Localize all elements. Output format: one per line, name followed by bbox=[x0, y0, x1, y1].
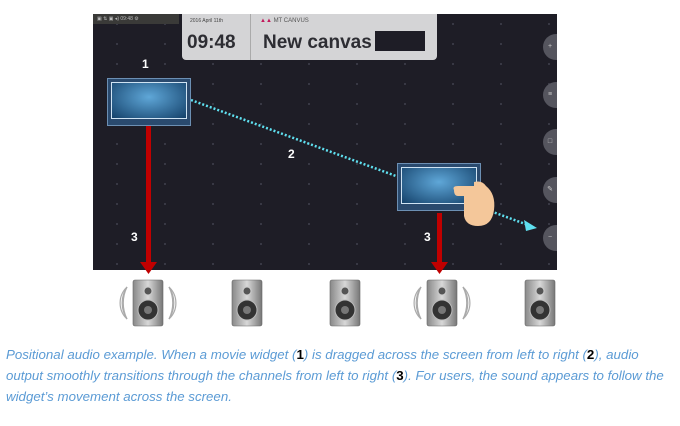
arrow-left-shaft bbox=[146, 126, 151, 262]
caption-text: ). For users, the sound appears to follo… bbox=[6, 368, 664, 404]
status-time: 09:48 bbox=[120, 16, 133, 22]
date-label: 2016 April 11th bbox=[190, 18, 223, 24]
add-button[interactable]: + bbox=[543, 34, 557, 60]
logo-icon: ▲▲ bbox=[260, 18, 272, 24]
header-panel: 2016 April 11th 09:48 ▲▲ MT CANVUS New c… bbox=[182, 14, 437, 60]
speaker-row bbox=[119, 279, 556, 327]
clock: 09:48 bbox=[187, 32, 236, 53]
label-2: 2 bbox=[288, 147, 295, 161]
caption-text: ) is dragged across the screen from left… bbox=[303, 347, 587, 362]
divider bbox=[250, 14, 251, 60]
draw-button[interactable]: ✎ bbox=[543, 177, 557, 203]
overlay-graphics bbox=[140, 98, 537, 274]
movie-widget-start[interactable] bbox=[107, 78, 191, 126]
speaker-icon-active bbox=[119, 279, 177, 327]
speaker-icon-active bbox=[413, 279, 471, 327]
label-3-right: 3 bbox=[424, 230, 431, 244]
title-field[interactable] bbox=[375, 31, 425, 51]
label-3-left: 3 bbox=[131, 230, 138, 244]
speaker-icon bbox=[329, 279, 361, 327]
widget-button[interactable]: □ bbox=[543, 129, 557, 155]
video-thumbnail bbox=[111, 82, 187, 119]
figure-caption: Positional audio example. When a movie w… bbox=[6, 344, 676, 407]
canvas-title[interactable]: New canvas bbox=[263, 32, 372, 53]
caption-num: 3 bbox=[396, 368, 404, 383]
arrow-left-head bbox=[140, 262, 157, 274]
arrow-right-head bbox=[431, 262, 448, 274]
caption-num: 2 bbox=[586, 347, 595, 362]
logo-text: MT CANVUS bbox=[273, 18, 309, 24]
speaker-icon bbox=[524, 279, 556, 327]
menu-button[interactable]: ≡ bbox=[543, 82, 557, 108]
speaker-icon bbox=[231, 279, 263, 327]
caption-text: ), audio output smoothly transitions thr… bbox=[6, 347, 639, 383]
caption-text: Positional audio example. When a movie w… bbox=[6, 347, 297, 362]
status-bar: ▣ ⇅ ▣ ◂) 09:48 ⚙ bbox=[93, 14, 179, 24]
zoom-out-button[interactable]: − bbox=[543, 225, 557, 251]
logo: ▲▲ MT CANVUS bbox=[260, 18, 309, 24]
caption-num: 1 bbox=[296, 347, 304, 362]
label-1: 1 bbox=[142, 57, 149, 71]
drag-path-arrowhead bbox=[524, 220, 537, 231]
arrow-right-shaft bbox=[437, 213, 442, 262]
video-thumbnail bbox=[401, 167, 477, 204]
hand-pointer-icon bbox=[453, 181, 495, 226]
